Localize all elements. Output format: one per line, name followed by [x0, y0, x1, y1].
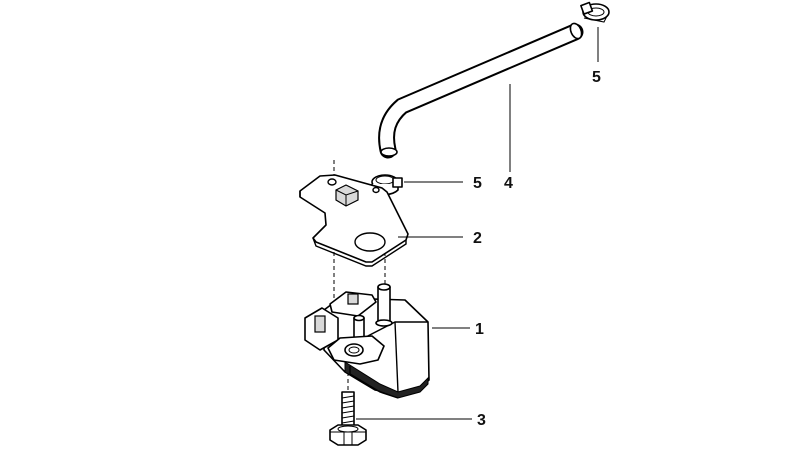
- leader-lines: [356, 27, 599, 420]
- callout-5-top: 5: [592, 69, 601, 86]
- sensor-part-1: [304, 283, 430, 399]
- callout-4: 4: [504, 175, 513, 192]
- callout-5-middle: 5: [473, 175, 482, 192]
- hose-clamp-middle: [371, 174, 403, 196]
- bracket-part-2: [299, 174, 409, 267]
- callout-3: 3: [477, 412, 486, 429]
- hose-part-4: [378, 22, 584, 159]
- hose-clamp-top: [580, 1, 610, 23]
- bolt-part-3: [329, 391, 367, 446]
- callout-1: 1: [475, 321, 484, 338]
- callout-2: 2: [473, 230, 482, 247]
